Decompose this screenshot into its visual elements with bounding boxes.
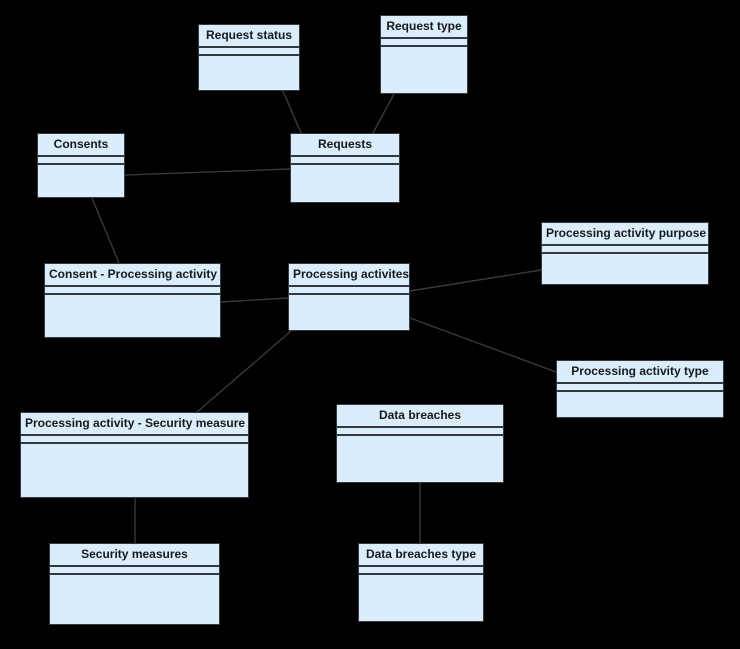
- relationship-edge-request-type--requests: [372, 93, 395, 134]
- entity-separator-band-consents: [38, 157, 124, 165]
- entity-request-status[interactable]: Request status: [198, 24, 300, 91]
- entity-separator-band-processing-activites: [289, 287, 409, 295]
- relationship-edge-processing-activites--processing-activity-security-measure: [196, 330, 292, 413]
- entity-title-request-status: Request status: [199, 25, 299, 48]
- entity-request-type[interactable]: Request type: [380, 15, 468, 94]
- entity-separator-band-data-breaches-type: [359, 567, 483, 575]
- entity-title-data-breaches-type: Data breaches type: [359, 544, 483, 567]
- entity-separator-band-processing-activity-type: [557, 384, 723, 392]
- entity-attribute-area-data-breaches-type: [359, 575, 483, 621]
- entity-attribute-area-security-measures: [50, 575, 219, 624]
- entity-separator-band-requests: [291, 157, 399, 165]
- entity-attribute-area-consent-processing-activity: [45, 295, 220, 337]
- entity-separator-band-data-breaches: [337, 428, 503, 436]
- entity-separator-band-processing-activity-security-measure: [21, 436, 248, 444]
- relationship-edge-consents--requests: [124, 168, 291, 176]
- entity-title-requests: Requests: [291, 134, 399, 157]
- entity-separator-band-security-measures: [50, 567, 219, 575]
- entity-title-consent-processing-activity: Consent - Processing activity: [45, 264, 220, 287]
- entity-separator-band-consent-processing-activity: [45, 287, 220, 295]
- entity-attribute-area-data-breaches: [337, 436, 503, 482]
- relationship-edge-processing-activites--processing-activity-purpose: [409, 269, 542, 292]
- entity-separator-band-request-status: [199, 48, 299, 56]
- entity-title-request-type: Request type: [381, 16, 467, 39]
- entity-attribute-area-processing-activity-security-measure: [21, 444, 248, 497]
- entity-title-processing-activity-type: Processing activity type: [557, 361, 723, 384]
- entity-attribute-area-processing-activites: [289, 295, 409, 330]
- relationship-edge-processing-activites--processing-activity-type: [409, 317, 557, 373]
- entity-consents[interactable]: Consents: [37, 133, 125, 198]
- entity-attribute-area-requests: [291, 165, 399, 202]
- entity-attribute-area-processing-activity-type: [557, 392, 723, 417]
- entity-processing-activity-purpose[interactable]: Processing activity purpose: [541, 222, 709, 285]
- entity-title-data-breaches: Data breaches: [337, 405, 503, 428]
- entity-security-measures[interactable]: Security measures: [49, 543, 220, 625]
- relationship-edge-request-status--requests: [282, 90, 302, 134]
- entity-title-security-measures: Security measures: [50, 544, 219, 567]
- entity-attribute-area-request-status: [199, 56, 299, 90]
- entity-data-breaches[interactable]: Data breaches: [336, 404, 504, 483]
- entity-attribute-area-request-type: [381, 47, 467, 93]
- entity-separator-band-processing-activity-purpose: [542, 246, 708, 254]
- entity-processing-activity-security-measure[interactable]: Processing activity - Security measure: [20, 412, 249, 498]
- entity-title-consents: Consents: [38, 134, 124, 157]
- entity-processing-activites[interactable]: Processing activites: [288, 263, 410, 331]
- entity-requests[interactable]: Requests: [290, 133, 400, 203]
- entity-consent-processing-activity[interactable]: Consent - Processing activity: [44, 263, 221, 338]
- relationship-edge-consent-processing-activity--processing-activites: [220, 297, 289, 303]
- entity-separator-band-request-type: [381, 39, 467, 47]
- entity-attribute-area-processing-activity-purpose: [542, 254, 708, 284]
- relationship-edge-consents--consent-processing-activity: [91, 197, 120, 264]
- entity-title-processing-activity-security-measure: Processing activity - Security measure: [21, 413, 248, 436]
- entity-title-processing-activity-purpose: Processing activity purpose: [542, 223, 708, 246]
- entity-title-processing-activites: Processing activites: [289, 264, 409, 287]
- entity-processing-activity-type[interactable]: Processing activity type: [556, 360, 724, 418]
- entity-data-breaches-type[interactable]: Data breaches type: [358, 543, 484, 622]
- entity-attribute-area-consents: [38, 165, 124, 197]
